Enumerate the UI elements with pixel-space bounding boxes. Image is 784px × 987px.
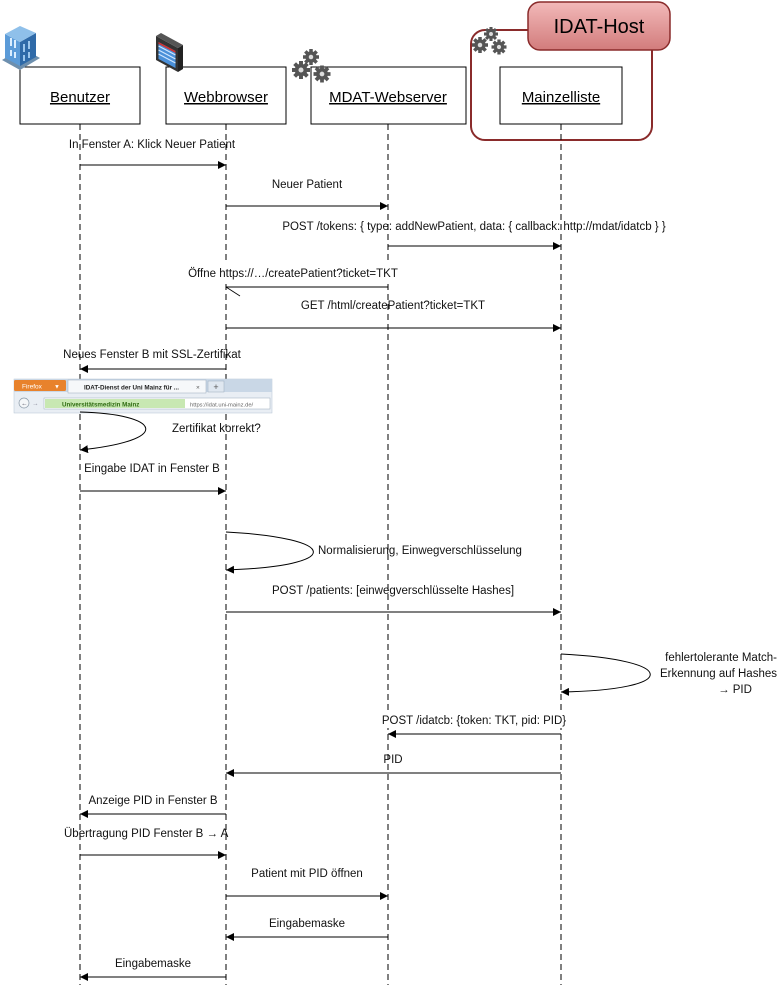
message-label: POST /tokens: { type: addNewPatient, dat… — [282, 221, 666, 233]
actor-benutzer: Benutzer — [19, 66, 141, 125]
self-message: Normalisierung, Einwegverschlüsselung — [225, 531, 522, 574]
message: Patient mit PID öffnen — [226, 868, 388, 900]
browser-screenshot: Firefox ▼ IDAT-Dienst der Uni Mainz für … — [13, 378, 273, 414]
back-button-icon — [18, 397, 30, 409]
actor-webbrowser: Webbrowser — [165, 66, 287, 125]
message-label: Patient mit PID öffnen — [251, 868, 363, 880]
self-message-label-line: Erkennung auf Hashes — [660, 668, 777, 680]
message-label: Öffne https://…/createPatient?ticket=TKT — [188, 268, 398, 280]
message: PID — [226, 754, 561, 777]
message: POST /tokens: { type: addNewPatient, dat… — [282, 221, 666, 250]
chevron-down-icon: ▼ — [54, 385, 60, 391]
message-label: Neues Fenster B mit SSL-Zertifikat — [63, 349, 241, 361]
message: Eingabemaske — [80, 958, 226, 981]
actor-label: Benutzer — [50, 89, 110, 106]
message-label: Eingabemaske — [115, 958, 191, 970]
message: Neuer Patient — [226, 179, 388, 210]
self-message: fehlertolerante Match- Erkennung auf Has… — [560, 652, 777, 696]
message-label: Eingabemaske — [269, 918, 345, 930]
message-label: PID — [383, 754, 402, 766]
actor-label: MDAT-Webserver — [329, 89, 447, 106]
browser-tab-title: IDAT-Dienst der Uni Mainz für ... — [84, 385, 179, 392]
self-message-label-line: fehlertolerante Match- — [665, 652, 777, 664]
message: Eingabemaske — [226, 918, 388, 941]
message-label: GET /html/createPatient?ticket=TKT — [301, 300, 485, 312]
message-label: Anzeige PID in Fenster B — [88, 795, 217, 807]
message-label: POST /patients: [einwegverschlüsselte Ha… — [272, 585, 514, 597]
message: GET /html/createPatient?ticket=TKT — [226, 300, 561, 332]
back-arrow-icon: ← — [21, 401, 28, 408]
message-label: Eingabe IDAT in Fenster B — [84, 463, 220, 475]
message: POST /patients: [einwegverschlüsselte Ha… — [226, 585, 561, 616]
message-label: POST /idatcb: {token: TKT, pid: PID} — [382, 715, 566, 727]
gears-icon — [472, 27, 507, 55]
message: Anzeige PID in Fenster B — [80, 795, 226, 818]
firefox-app-button-label: Firefox — [22, 384, 43, 391]
identity-block — [45, 399, 185, 408]
browser-window-icon — [156, 33, 183, 72]
building-icon — [2, 26, 40, 70]
self-message-label: Normalisierung, Einwegverschlüsselung — [318, 545, 522, 557]
idat-host-badge — [527, 1, 671, 51]
message: In Fenster A: Klick Neuer Patient — [69, 139, 236, 169]
message: Übertragung PID Fenster B → A — [64, 828, 229, 859]
message: Öffne https://…/createPatient?ticket=TKT — [188, 264, 398, 297]
message: Neues Fenster B mit SSL-Zertifikat — [63, 349, 242, 373]
identity-label: Universitätsmedizin Mainz — [62, 402, 139, 409]
message-label: Neuer Patient — [272, 179, 343, 191]
firefox-app-button — [14, 380, 66, 391]
forward-arrow-icon: → — [32, 401, 39, 408]
actor-mdat-webserver: MDAT-Webserver — [310, 66, 467, 125]
self-message-label-line: → PID — [718, 684, 752, 696]
message-label: In Fenster A: Klick Neuer Patient — [69, 139, 236, 151]
browser-tab — [67, 379, 207, 394]
address-url: https://idat.uni-mainz.de/ — [190, 403, 254, 409]
close-icon: × — [196, 385, 200, 392]
message: POST /idatcb: {token: TKT, pid: PID} — [375, 711, 573, 738]
actor-label: Webbrowser — [184, 89, 268, 106]
new-tab-label: + — [213, 382, 218, 392]
message-label: Übertragung PID Fenster B → A — [64, 828, 229, 840]
self-message-label: Zertifikat korrekt? — [172, 423, 261, 435]
self-message: Zertifikat korrekt? — [79, 411, 261, 454]
new-tab-button — [207, 380, 225, 393]
actor-mainzelliste: Mainzelliste — [499, 66, 623, 125]
actor-label: Mainzelliste — [522, 89, 600, 106]
idat-host-label: IDAT-Host — [554, 16, 645, 38]
message: Eingabe IDAT in Fenster B — [80, 463, 226, 495]
